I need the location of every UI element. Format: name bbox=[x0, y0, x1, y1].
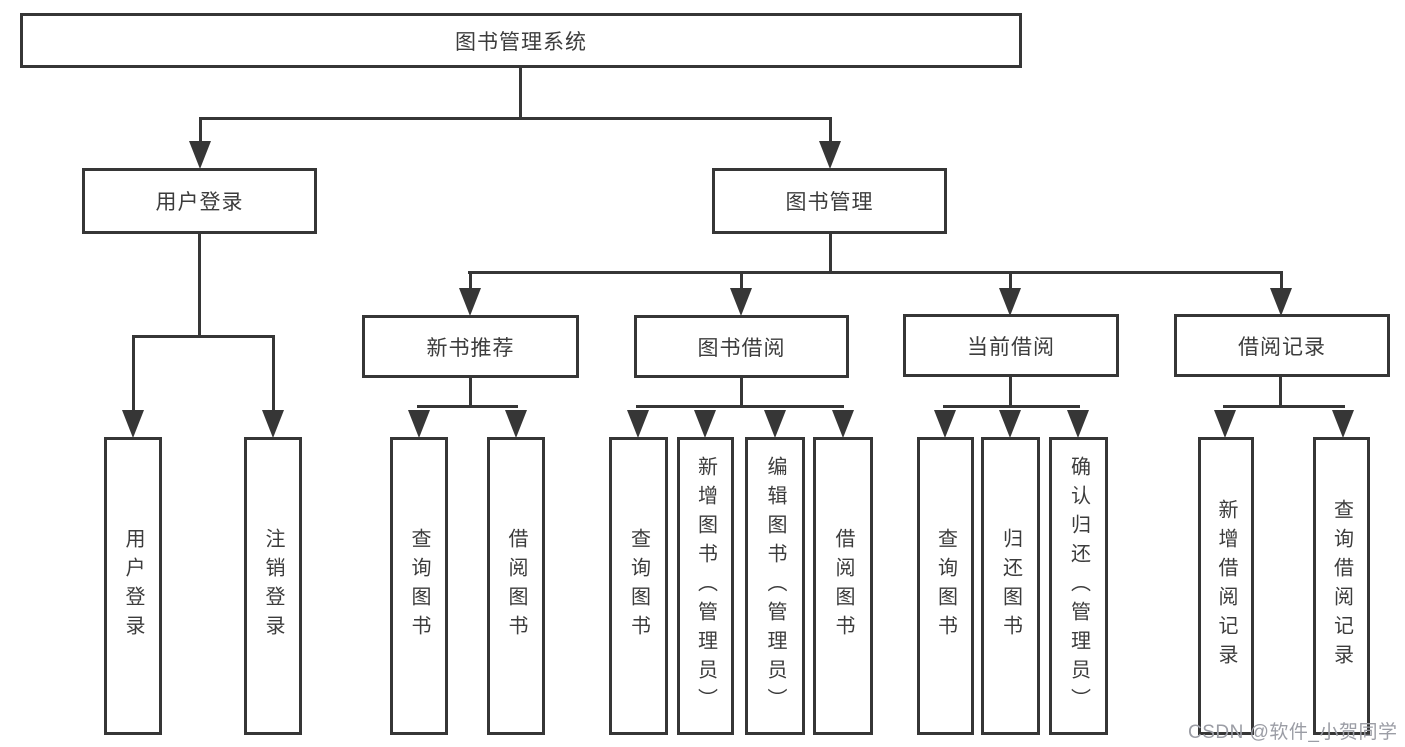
connector-borrowing-records-bar bbox=[1223, 405, 1345, 408]
arrowhead-down bbox=[1332, 410, 1354, 438]
leaf-user-login: 用户登录 bbox=[104, 437, 162, 735]
arrowhead-down bbox=[764, 410, 786, 438]
leaf-logout-login: 注销登录 bbox=[244, 437, 302, 735]
leaf-label: 新增图书（管理员） bbox=[694, 455, 717, 717]
leaf-borrow-books-borrowing: 借阅图书 bbox=[813, 437, 873, 735]
leaf-label: 借阅图书 bbox=[832, 528, 854, 644]
leaf-confirm-return-admin: 确认归还（管理员） bbox=[1049, 437, 1108, 735]
connector-book-borrowing-bar bbox=[636, 405, 844, 408]
arrowhead-down bbox=[934, 410, 956, 438]
leaf-edit-books-admin: 编辑图书（管理员） bbox=[745, 437, 805, 735]
leaf-label: 查询借阅记录 bbox=[1330, 499, 1353, 673]
node-label: 图书管理系统 bbox=[455, 30, 587, 54]
leaf-label: 查询图书 bbox=[627, 528, 650, 644]
connector-stem bbox=[829, 117, 832, 143]
arrowhead-down bbox=[730, 288, 752, 316]
connector-root-trunk bbox=[519, 66, 522, 119]
arrowhead-down bbox=[694, 410, 716, 438]
node-book-borrowing: 图书借阅 bbox=[634, 315, 849, 378]
leaf-label: 归还图书 bbox=[999, 528, 1022, 644]
leaf-label: 查询图书 bbox=[934, 528, 957, 644]
connector-level2-bar bbox=[468, 271, 1282, 274]
connector-stem bbox=[1009, 271, 1012, 290]
leaf-query-borrow-record: 查询借阅记录 bbox=[1313, 437, 1370, 735]
arrowhead-down bbox=[819, 141, 841, 169]
leaf-label: 查询图书 bbox=[408, 528, 430, 644]
csdn-watermark: CSDN @软件_小贺同学 bbox=[1188, 722, 1398, 743]
node-user-login: 用户登录 bbox=[82, 168, 317, 234]
leaf-label: 用户登录 bbox=[122, 528, 144, 644]
connector-stem bbox=[132, 335, 135, 412]
arrowhead-down bbox=[999, 288, 1021, 316]
arrowhead-down bbox=[627, 410, 649, 438]
arrowhead-down bbox=[1214, 410, 1236, 438]
arrowhead-down bbox=[999, 410, 1021, 438]
leaf-label: 借阅图书 bbox=[505, 528, 527, 644]
leaf-label: 注销登录 bbox=[262, 528, 284, 644]
connector-user-login-trunk bbox=[198, 232, 201, 337]
leaf-label: 新增借阅记录 bbox=[1215, 499, 1237, 673]
arrowhead-down bbox=[505, 410, 527, 438]
leaf-query-books-borrowing: 查询图书 bbox=[609, 437, 668, 735]
connector-book-borrowing-trunk bbox=[740, 376, 743, 407]
leaf-add-borrow-record: 新增借阅记录 bbox=[1198, 437, 1254, 735]
node-label: 图书管理 bbox=[785, 191, 874, 214]
node-label: 当前借阅 bbox=[967, 335, 1055, 359]
node-label: 借阅记录 bbox=[1238, 335, 1326, 359]
node-book-management: 图书管理 bbox=[712, 168, 947, 234]
node-borrowing-records: 借阅记录 bbox=[1174, 314, 1390, 377]
connector-stem bbox=[740, 271, 743, 290]
arrowhead-down bbox=[459, 288, 481, 316]
leaf-return-books: 归还图书 bbox=[981, 437, 1040, 735]
connector-borrowing-records-trunk bbox=[1279, 375, 1282, 407]
arrowhead-down bbox=[408, 410, 430, 438]
node-new-book-recommendation: 新书推荐 bbox=[362, 315, 579, 378]
node-label: 用户登录 bbox=[155, 191, 244, 214]
arrowhead-down bbox=[262, 410, 284, 438]
leaf-add-books-admin: 新增图书（管理员） bbox=[677, 437, 734, 735]
arrowhead-down bbox=[1270, 288, 1292, 316]
arrowhead-down bbox=[1067, 410, 1089, 438]
arrowhead-down bbox=[832, 410, 854, 438]
connector-stem bbox=[199, 117, 202, 143]
connector-book-management-trunk bbox=[829, 232, 832, 273]
connector-current-borrowing-bar bbox=[943, 405, 1080, 408]
connector-recommendation-trunk bbox=[469, 376, 472, 407]
leaf-label: 确认归还（管理员） bbox=[1067, 455, 1090, 717]
leaf-label: 编辑图书（管理员） bbox=[764, 455, 786, 717]
connector-stem bbox=[1280, 271, 1283, 290]
arrowhead-down bbox=[189, 141, 211, 169]
connector-level1-bar bbox=[199, 117, 832, 120]
leaf-query-books-current: 查询图书 bbox=[917, 437, 974, 735]
arrowhead-down bbox=[122, 410, 144, 438]
leaf-borrow-books-recommendation: 借阅图书 bbox=[487, 437, 545, 735]
node-library-management-system: 图书管理系统 bbox=[20, 13, 1022, 68]
node-label: 图书借阅 bbox=[697, 336, 786, 360]
connector-stem bbox=[272, 335, 275, 412]
leaf-query-books-recommendation: 查询图书 bbox=[390, 437, 448, 735]
connector-current-borrowing-trunk bbox=[1009, 375, 1012, 407]
connector-user-login-bar bbox=[132, 335, 274, 338]
node-label: 新书推荐 bbox=[426, 336, 515, 360]
node-current-borrowing: 当前借阅 bbox=[903, 314, 1119, 377]
connector-stem bbox=[469, 271, 472, 290]
connector-recommendation-bar bbox=[417, 405, 518, 408]
